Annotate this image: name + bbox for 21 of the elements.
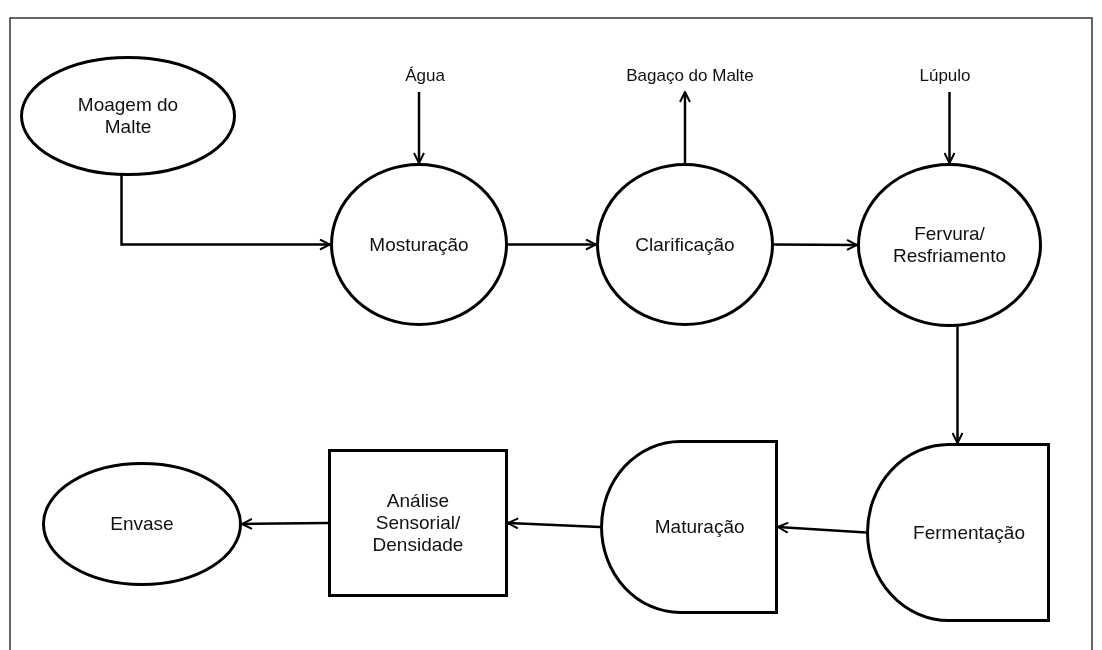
arrow [951, 326, 964, 444]
arrow [774, 238, 858, 251]
step-label: Fervura/ Resfriamento [892, 223, 1007, 267]
input-label: Lúpulo [919, 66, 971, 86]
arrow [241, 517, 328, 530]
input-label: Água [405, 66, 445, 86]
step-label: Fermentação [913, 521, 1025, 544]
step-label: Maturação [654, 516, 745, 538]
arrow [777, 521, 867, 534]
step-label: Clarificação [635, 233, 735, 256]
arrow [120, 175, 331, 251]
step-label: Análise Sensorial/ Densidade [371, 490, 465, 556]
arrow [679, 91, 691, 163]
arrow [508, 238, 597, 251]
step-label: Envase [110, 513, 174, 535]
step-label: Moagem do Malte [76, 94, 180, 138]
arrow [413, 92, 425, 164]
output-label: Bagaço do Malte [626, 66, 754, 86]
step-label: Mosturação [369, 233, 469, 256]
arrow [943, 92, 956, 164]
arrow [507, 517, 601, 530]
